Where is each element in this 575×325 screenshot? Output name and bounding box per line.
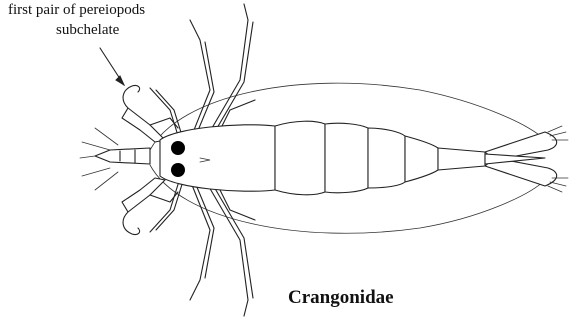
head-appendages (80, 148, 150, 164)
pereiopods-upper (150, 4, 255, 142)
eye-upper (171, 141, 185, 155)
annotation-line-1: first pair of pereiopods (8, 2, 145, 18)
subchelate-claw-upper (122, 85, 178, 142)
annotation-arrow (100, 48, 124, 85)
abdominal-segment-2 (325, 123, 368, 193)
abdominal-segment-3 (368, 128, 405, 188)
subchelate-claw-lower (122, 178, 178, 235)
pereiopods-lower (150, 178, 255, 316)
family-label: Crangonidae (288, 287, 394, 308)
eye-lower (171, 163, 185, 177)
abdominal-segment-1 (275, 121, 325, 195)
abdominal-segment-4 (405, 136, 438, 182)
carapace (160, 125, 275, 191)
abdomen (275, 121, 485, 195)
annotation-line-2: subchelate (56, 22, 120, 38)
abdominal-segment-5 (438, 148, 485, 170)
tail-fan (485, 126, 568, 192)
